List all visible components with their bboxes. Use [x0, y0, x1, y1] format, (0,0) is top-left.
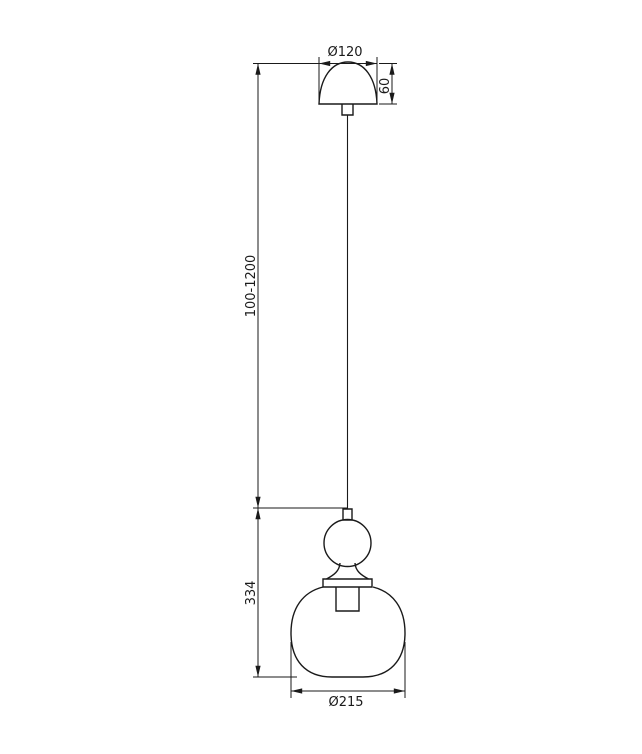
- lamp-height-label: 334: [244, 581, 259, 606]
- lamp-socket: [335, 587, 360, 612]
- canopy-stem: [341, 104, 354, 116]
- canopy-height-label: 60: [378, 78, 393, 95]
- glass-shade: [290, 586, 406, 678]
- shade-diameter-label: Ø215: [328, 695, 363, 710]
- collar-left-flare: [326, 562, 341, 580]
- suspension-length-label: 100-1200: [244, 255, 259, 318]
- canopy-diameter-label: Ø120: [327, 45, 362, 60]
- collar-rim: [322, 578, 373, 588]
- dimension-labels: Ø120 60 100-1200 334 Ø215: [244, 45, 393, 710]
- cord-connector: [342, 508, 353, 521]
- collar-right-flare: [354, 562, 369, 580]
- dimension-lines: [253, 57, 406, 698]
- glass-ball: [323, 518, 372, 568]
- ceiling-canopy: [318, 61, 378, 105]
- pendant-lamp-outline: [290, 61, 406, 678]
